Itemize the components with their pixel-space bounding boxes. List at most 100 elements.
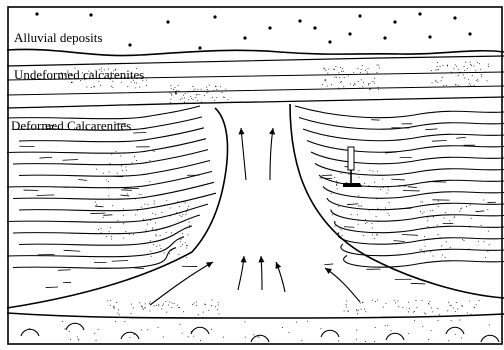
flow-arrow: [241, 128, 246, 180]
stipple-dot: [193, 336, 194, 337]
stipple-dot: [489, 244, 490, 245]
stipple-dot: [123, 215, 124, 216]
stipple-dot: [117, 173, 118, 174]
stipple-dot: [469, 300, 470, 301]
stipple-dot: [192, 304, 193, 305]
basement-layer: [21, 323, 499, 342]
stipple-dot: [139, 86, 140, 87]
stipple-dot: [100, 85, 101, 86]
stipple-dot: [174, 87, 175, 88]
stipple-dot: [180, 246, 181, 247]
stipple-dot: [438, 201, 439, 202]
stipple-dot: [212, 97, 213, 98]
stipple-dot: [445, 257, 446, 258]
stipple-dot: [203, 312, 204, 313]
stipple-dot: [479, 63, 480, 64]
alluvial-dot: [383, 36, 386, 39]
deformed-layers-right: [295, 106, 504, 284]
stipple-dot: [448, 340, 449, 341]
stipple-dot: [374, 83, 375, 84]
stipple-dot: [188, 91, 189, 92]
stipple-dot: [431, 70, 432, 71]
stipple-dot: [364, 183, 365, 184]
stipple-dot: [218, 304, 219, 305]
stipple-dot: [149, 160, 150, 161]
deformed-layer-line: [7, 171, 212, 187]
stipple-dot: [369, 89, 370, 90]
stipple-dot: [219, 314, 220, 315]
alluvial-dot: [198, 46, 201, 49]
stipple-dot: [166, 232, 167, 233]
layer-dash: [411, 283, 425, 284]
stipple-dot: [149, 181, 150, 182]
stipple-dot: [180, 241, 181, 242]
stipple-dot: [378, 65, 379, 66]
stipple-dot: [338, 88, 339, 89]
stipple-dot: [422, 300, 423, 301]
stipple-dot: [440, 66, 441, 67]
layer-dash: [425, 129, 437, 130]
stipple-dot: [180, 324, 181, 325]
stipple-dot: [136, 83, 137, 84]
stipple-dot: [365, 70, 366, 71]
stipple-dot: [171, 95, 172, 96]
stipple-dot: [437, 62, 438, 63]
layer-dash: [112, 261, 128, 262]
label-undeformed-calcarenites: Undeformed calcarenites: [14, 67, 144, 82]
alluvial-dot: [166, 20, 169, 23]
stipple-dot: [196, 94, 197, 95]
stipple-dot: [153, 305, 154, 306]
layer-dash: [134, 268, 144, 269]
stipple-dot: [477, 79, 478, 80]
stipple-dot: [135, 87, 136, 88]
stipple-dot: [439, 314, 440, 315]
stipple-dot: [424, 252, 425, 253]
stipple-dot: [445, 212, 446, 213]
stipple-dot: [353, 85, 354, 86]
stipple-dot: [470, 64, 471, 65]
stipple-dot: [374, 341, 375, 342]
stipple-dot: [382, 179, 383, 180]
stipple-dot: [357, 68, 358, 69]
stipple-dot: [124, 321, 125, 322]
stipple-dot: [487, 209, 488, 210]
stipple-dot: [143, 309, 144, 310]
stipple-dot: [190, 96, 191, 97]
alluvial-dot: [348, 32, 351, 35]
stipple-dot: [134, 82, 135, 83]
stipple-dot: [171, 88, 172, 89]
stipple-dot: [468, 86, 469, 87]
stipple-dot: [187, 245, 188, 246]
stipple-dot: [325, 80, 326, 81]
stipple-dot: [193, 99, 194, 100]
stipple-dot: [340, 82, 341, 83]
stipple-dot: [184, 102, 185, 103]
stipple-dot: [86, 86, 87, 87]
stipple-dot: [115, 151, 116, 152]
stipple-dot: [420, 250, 421, 251]
stipple-dot: [289, 332, 290, 333]
stipple-dot: [169, 301, 170, 302]
stipple-dot: [325, 79, 326, 80]
stipple-dot: [424, 313, 425, 314]
deformed-layer-line: [338, 233, 504, 245]
stipple-dot: [186, 248, 187, 249]
stipple-dot: [481, 74, 482, 75]
alluvial-dot: [313, 26, 316, 29]
stipple-dot: [109, 163, 110, 164]
stipple-dot: [377, 235, 378, 236]
stipple-dot: [351, 214, 352, 215]
stipple-dot: [141, 305, 142, 306]
stipple-dot: [282, 327, 283, 328]
alluvial-dot: [358, 14, 361, 17]
stipple-dot: [139, 194, 140, 195]
stipple-dot: [464, 70, 465, 71]
stipple-dot: [143, 219, 144, 220]
stipple-dot: [108, 195, 109, 196]
stipple-dot: [147, 329, 148, 330]
stipple-dot: [206, 92, 207, 93]
stipple-dot: [217, 309, 218, 310]
stipple-dot: [155, 214, 156, 215]
stipple-dot: [216, 89, 217, 90]
stipple-dot: [115, 321, 116, 322]
